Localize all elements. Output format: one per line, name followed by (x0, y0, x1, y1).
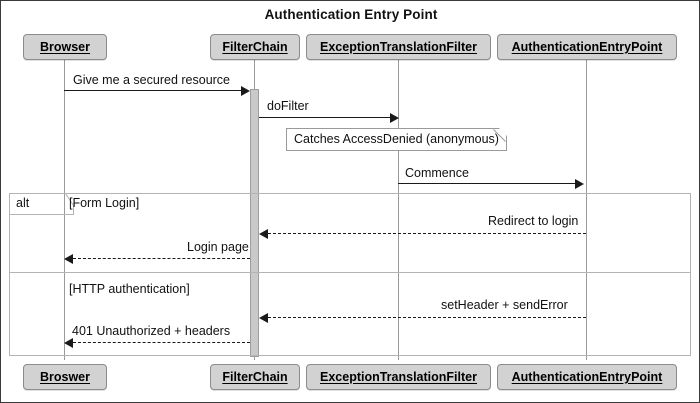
page-title: Authentication Entry Point (264, 7, 438, 22)
participant-exceptiontranslationfilter-bottom[interactable]: ExceptionTranslationFilter (306, 364, 491, 390)
participant-exceptiontranslationfilter-top[interactable]: ExceptionTranslationFilter (306, 34, 491, 60)
participant-label: FilterChain (222, 370, 288, 384)
activation-bar-filterchain (250, 89, 259, 357)
participant-label: AuthenticationEntryPoint (511, 40, 663, 54)
participant-filterchain-top[interactable]: FilterChain (210, 34, 300, 60)
participant-label: ExceptionTranslationFilter (320, 370, 477, 384)
message-line-redirect-to-login (268, 233, 586, 234)
arrow-head-left-icon (259, 313, 268, 323)
message-label-login-page: Login page (187, 240, 249, 254)
arrow-head-right-icon (575, 179, 584, 189)
fragment-guard-form-login: [Form Login] (69, 196, 140, 210)
message-label-redirect-to-login: Redirect to login (488, 214, 579, 228)
arrow-head-left-icon (64, 254, 73, 264)
message-label-dofilter: doFilter (267, 99, 309, 113)
message-line-give-me-a-secured-resource (64, 90, 246, 91)
participant-label: Broswer (39, 370, 91, 384)
arrow-head-left-icon (259, 229, 268, 239)
participant-label: FilterChain (222, 40, 288, 54)
message-line-commence (398, 183, 575, 184)
message-label-401-unauthorized-headers: 401 Unauthorized + headers (72, 324, 231, 338)
message-label-commence: Commence (405, 166, 469, 180)
message-label-setheader-senderror: setHeader + sendError (441, 298, 568, 312)
message-line-login-page (73, 258, 250, 259)
message-line-401-unauthorized-headers (73, 342, 250, 343)
participant-authenticationentrypoint-top[interactable]: AuthenticationEntryPoint (497, 34, 677, 60)
message-label-give-me-a-secured-resource: Give me a secured resource (73, 73, 231, 87)
arrow-head-right-icon (241, 86, 250, 96)
participant-label: Browser (39, 40, 91, 54)
note-fold-corner-icon (495, 128, 507, 140)
arrow-head-right-icon (390, 113, 399, 123)
arrow-head-left-icon (64, 338, 73, 348)
participant-authenticationentrypoint-bottom[interactable]: AuthenticationEntryPoint (497, 364, 677, 390)
participant-label: ExceptionTranslationFilter (320, 40, 477, 54)
participant-browser-top[interactable]: Browser (23, 34, 107, 60)
fragment-operator-label: alt (10, 194, 56, 213)
lifeline-authenticationentrypoint (586, 60, 587, 360)
participant-browser-bottom[interactable]: Broswer (23, 364, 107, 390)
note-text: Catches AccessDenied (anonymous) (294, 132, 499, 146)
message-line-setheader-senderror (268, 317, 586, 318)
message-line-dofilter (259, 117, 391, 118)
note-fold-line-icon (493, 129, 506, 142)
participant-label: AuthenticationEntryPoint (511, 370, 663, 384)
fragment-guard-http-authentication: [HTTP authentication] (69, 282, 190, 296)
fragment-operator-text: alt (16, 196, 30, 210)
lifeline-browser (64, 60, 65, 360)
fragment-operand-divider (9, 272, 691, 273)
participant-filterchain-bottom[interactable]: FilterChain (210, 364, 300, 390)
note-catches-accessdenied: Catches AccessDenied (anonymous) (286, 128, 507, 151)
lifeline-exceptiontranslationfilter (398, 60, 399, 360)
fragment-label-pentagon-icon (9, 193, 74, 215)
combined-fragment-alt (9, 193, 691, 356)
